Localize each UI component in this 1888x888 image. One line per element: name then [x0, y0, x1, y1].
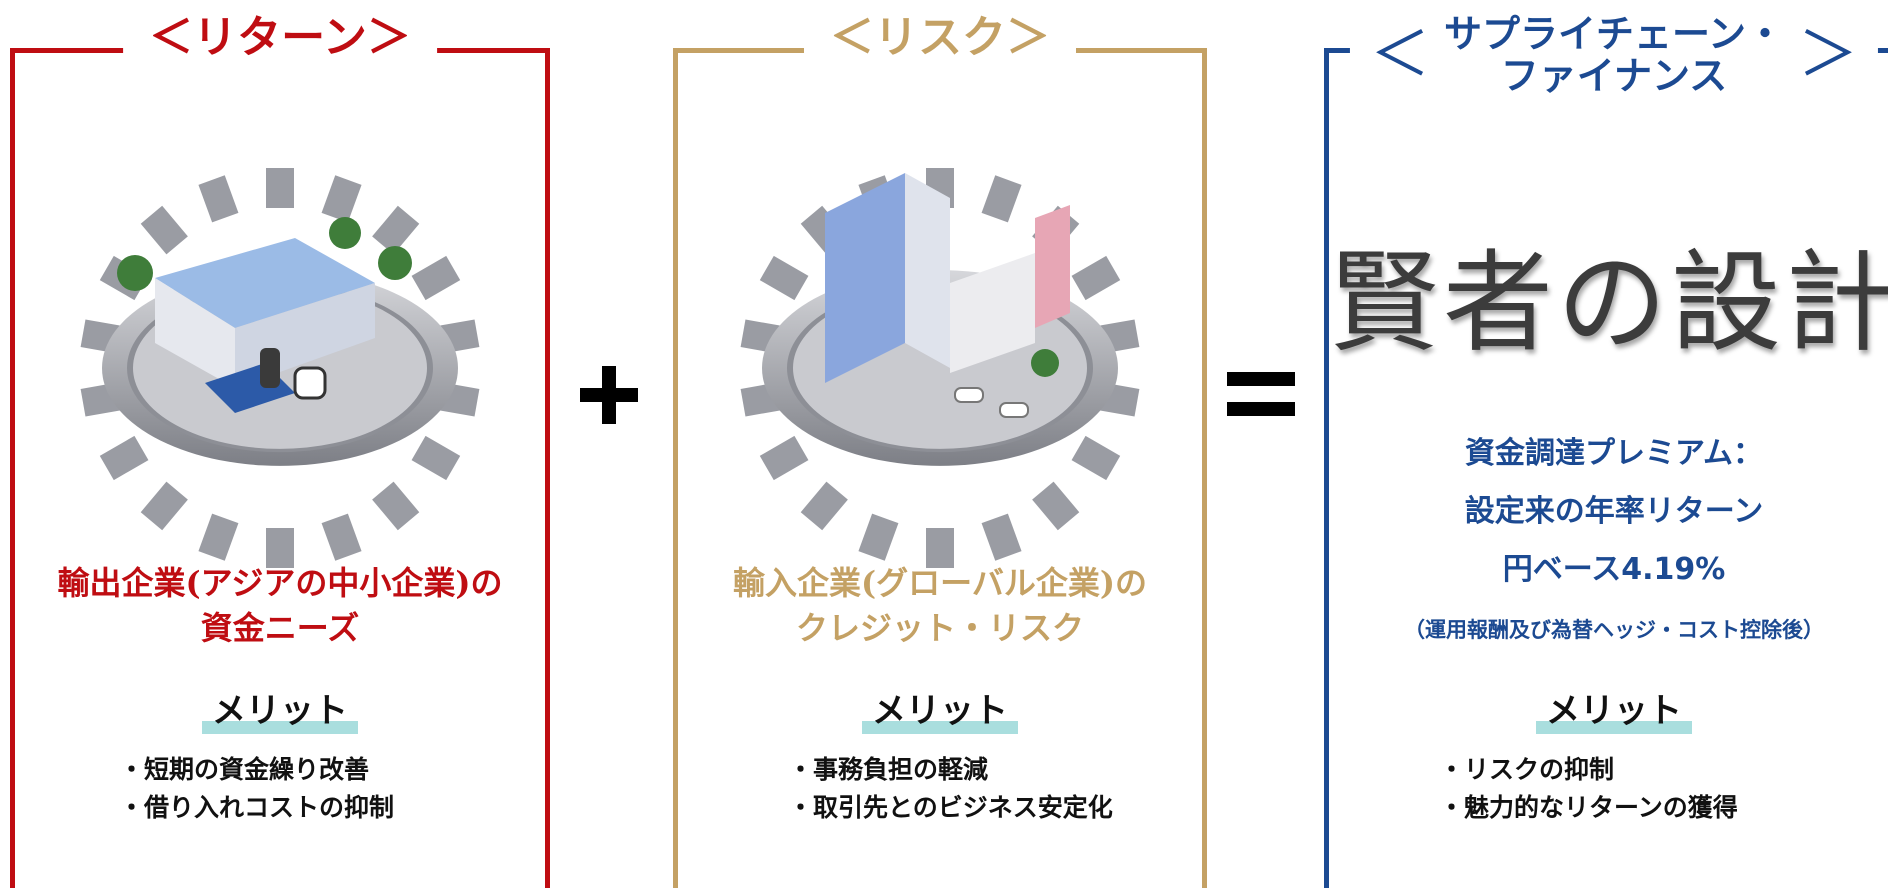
scf-benefit-list: ・リスクの抑制 ・魅力的なリターンの獲得: [1439, 751, 1738, 827]
return-heading: 輸出企業(アジアの中小企業)の 資金ニーズ: [15, 561, 545, 651]
scf-merit-label: メリット: [1329, 683, 1888, 734]
merit-label-text: メリット: [1536, 683, 1692, 734]
premium-line: 円ベース4.19%: [1502, 552, 1726, 587]
return-merit-label: メリット: [15, 683, 545, 734]
return-heading-line2: 資金ニーズ: [200, 609, 360, 647]
import-city-gear-illustration: [740, 168, 1140, 568]
risk-merit-label: メリット: [678, 683, 1202, 734]
list-item: ・事務負担の軽減: [788, 755, 989, 784]
list-item: ・魅力的なリターンの獲得: [1439, 793, 1738, 822]
sage-design-title: 賢者の設計: [1329, 239, 1888, 367]
list-item: ・短期の資金繰り改善: [119, 755, 370, 784]
return-panel: ＜リターン＞: [10, 11, 550, 888]
risk-benefit-list: ・事務負担の軽減 ・取引先とのビジネス安定化: [788, 751, 1113, 827]
list-item: ・リスクの抑制: [1439, 755, 1615, 784]
risk-heading: 輸入企業(グローバル企業)の クレジット・リスク: [678, 561, 1202, 651]
scf-title-text: サプライチェーン・ ファイナンス: [1444, 13, 1784, 97]
risk-heading-line1: 輸入企業(グローバル企業)の: [733, 564, 1147, 602]
list-item: ・取引先とのビジネス安定化: [788, 793, 1113, 822]
risk-panel: ＜リスク＞: [673, 11, 1207, 888]
return-benefit-list: ・短期の資金繰り改善 ・借り入れコストの抑制: [119, 751, 394, 827]
premium-line: 設定来の年率リターン: [1464, 494, 1764, 529]
scf-title: ＜ サプライチェーン・ ファイナンス ＞: [1349, 13, 1879, 97]
premium-line: 資金調達プレミアム：: [1465, 436, 1763, 471]
list-item: ・借り入れコストの抑制: [119, 793, 395, 822]
scf-title-line2: ファイナンス: [1500, 53, 1728, 98]
return-heading-line1: 輸出企業(アジアの中小企業)の: [57, 564, 503, 602]
merit-label-text: メリット: [202, 683, 358, 734]
scf-title-line1: サプライチェーン・: [1443, 11, 1785, 56]
funding-premium-text: 資金調達プレミアム： 設定来の年率リターン 円ベース4.19%: [1329, 425, 1888, 599]
risk-title: ＜リスク＞: [804, 11, 1076, 65]
export-factory-gear-illustration: [80, 168, 480, 568]
return-title: ＜リターン＞: [123, 11, 437, 65]
scf-title-open-bracket: ＜: [1369, 20, 1430, 90]
scf-title-close-bracket: ＞: [1798, 20, 1859, 90]
fee-note: （運用報酬及び為替ヘッジ・コスト控除後）: [1404, 618, 1824, 642]
equals-icon: [1227, 372, 1295, 416]
plus-icon: [580, 366, 638, 424]
merit-label-text: メリット: [862, 683, 1018, 734]
scf-panel: ＜ サプライチェーン・ ファイナンス ＞ 賢者の設計 資金調達プレミアム： 設定…: [1324, 13, 1888, 888]
risk-heading-line2: クレジット・リスク: [795, 609, 1084, 647]
